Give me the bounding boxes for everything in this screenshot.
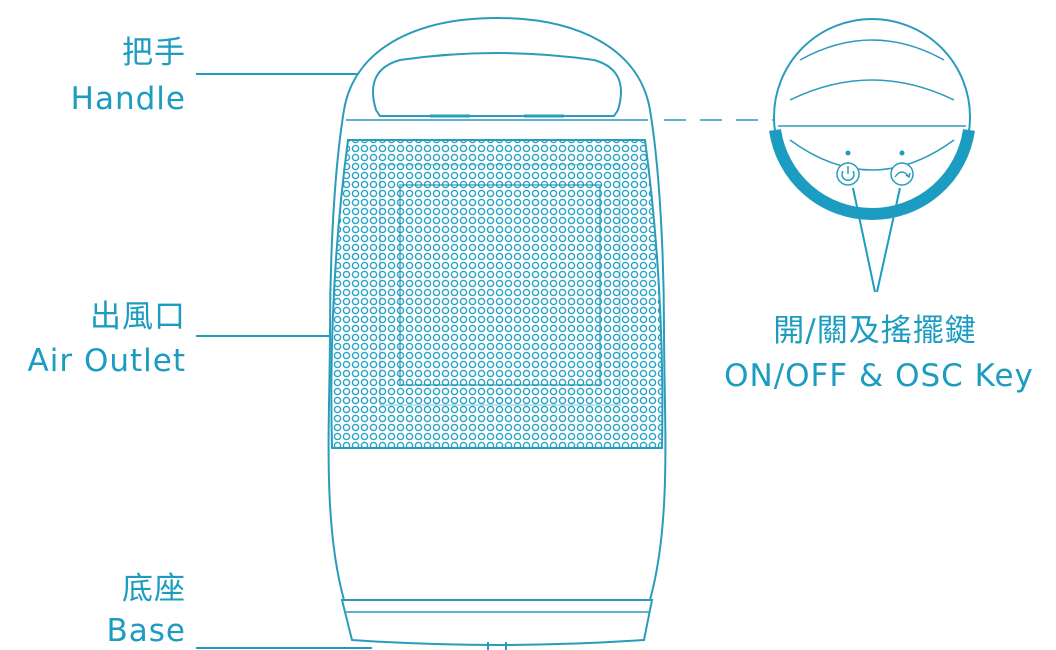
air-outlet-mesh — [331, 140, 663, 448]
power-icon — [841, 166, 855, 181]
base-label-zh: 底座 — [122, 571, 186, 607]
keys-label-zh: 開/關及搖擺鍵 — [773, 313, 977, 349]
handle-opening — [372, 52, 622, 117]
outlet-label-en: Air Outlet — [27, 343, 186, 379]
keys-leader-line-right — [876, 187, 901, 293]
keys-leader-line-left — [852, 187, 876, 293]
base-label-en: Base — [106, 613, 186, 649]
handle-label-en: Handle — [70, 81, 186, 117]
base-ring — [340, 599, 654, 646]
top-view-detail — [769, 18, 975, 221]
handle-label-zh: 把手 — [122, 35, 186, 71]
outlet-label-zh: 出風口 — [90, 299, 186, 335]
keys-label-en: ON/OFF & OSC Key — [724, 358, 1034, 394]
oscillate-icon — [894, 171, 911, 179]
oscillation-button[interactable] — [890, 150, 914, 186]
